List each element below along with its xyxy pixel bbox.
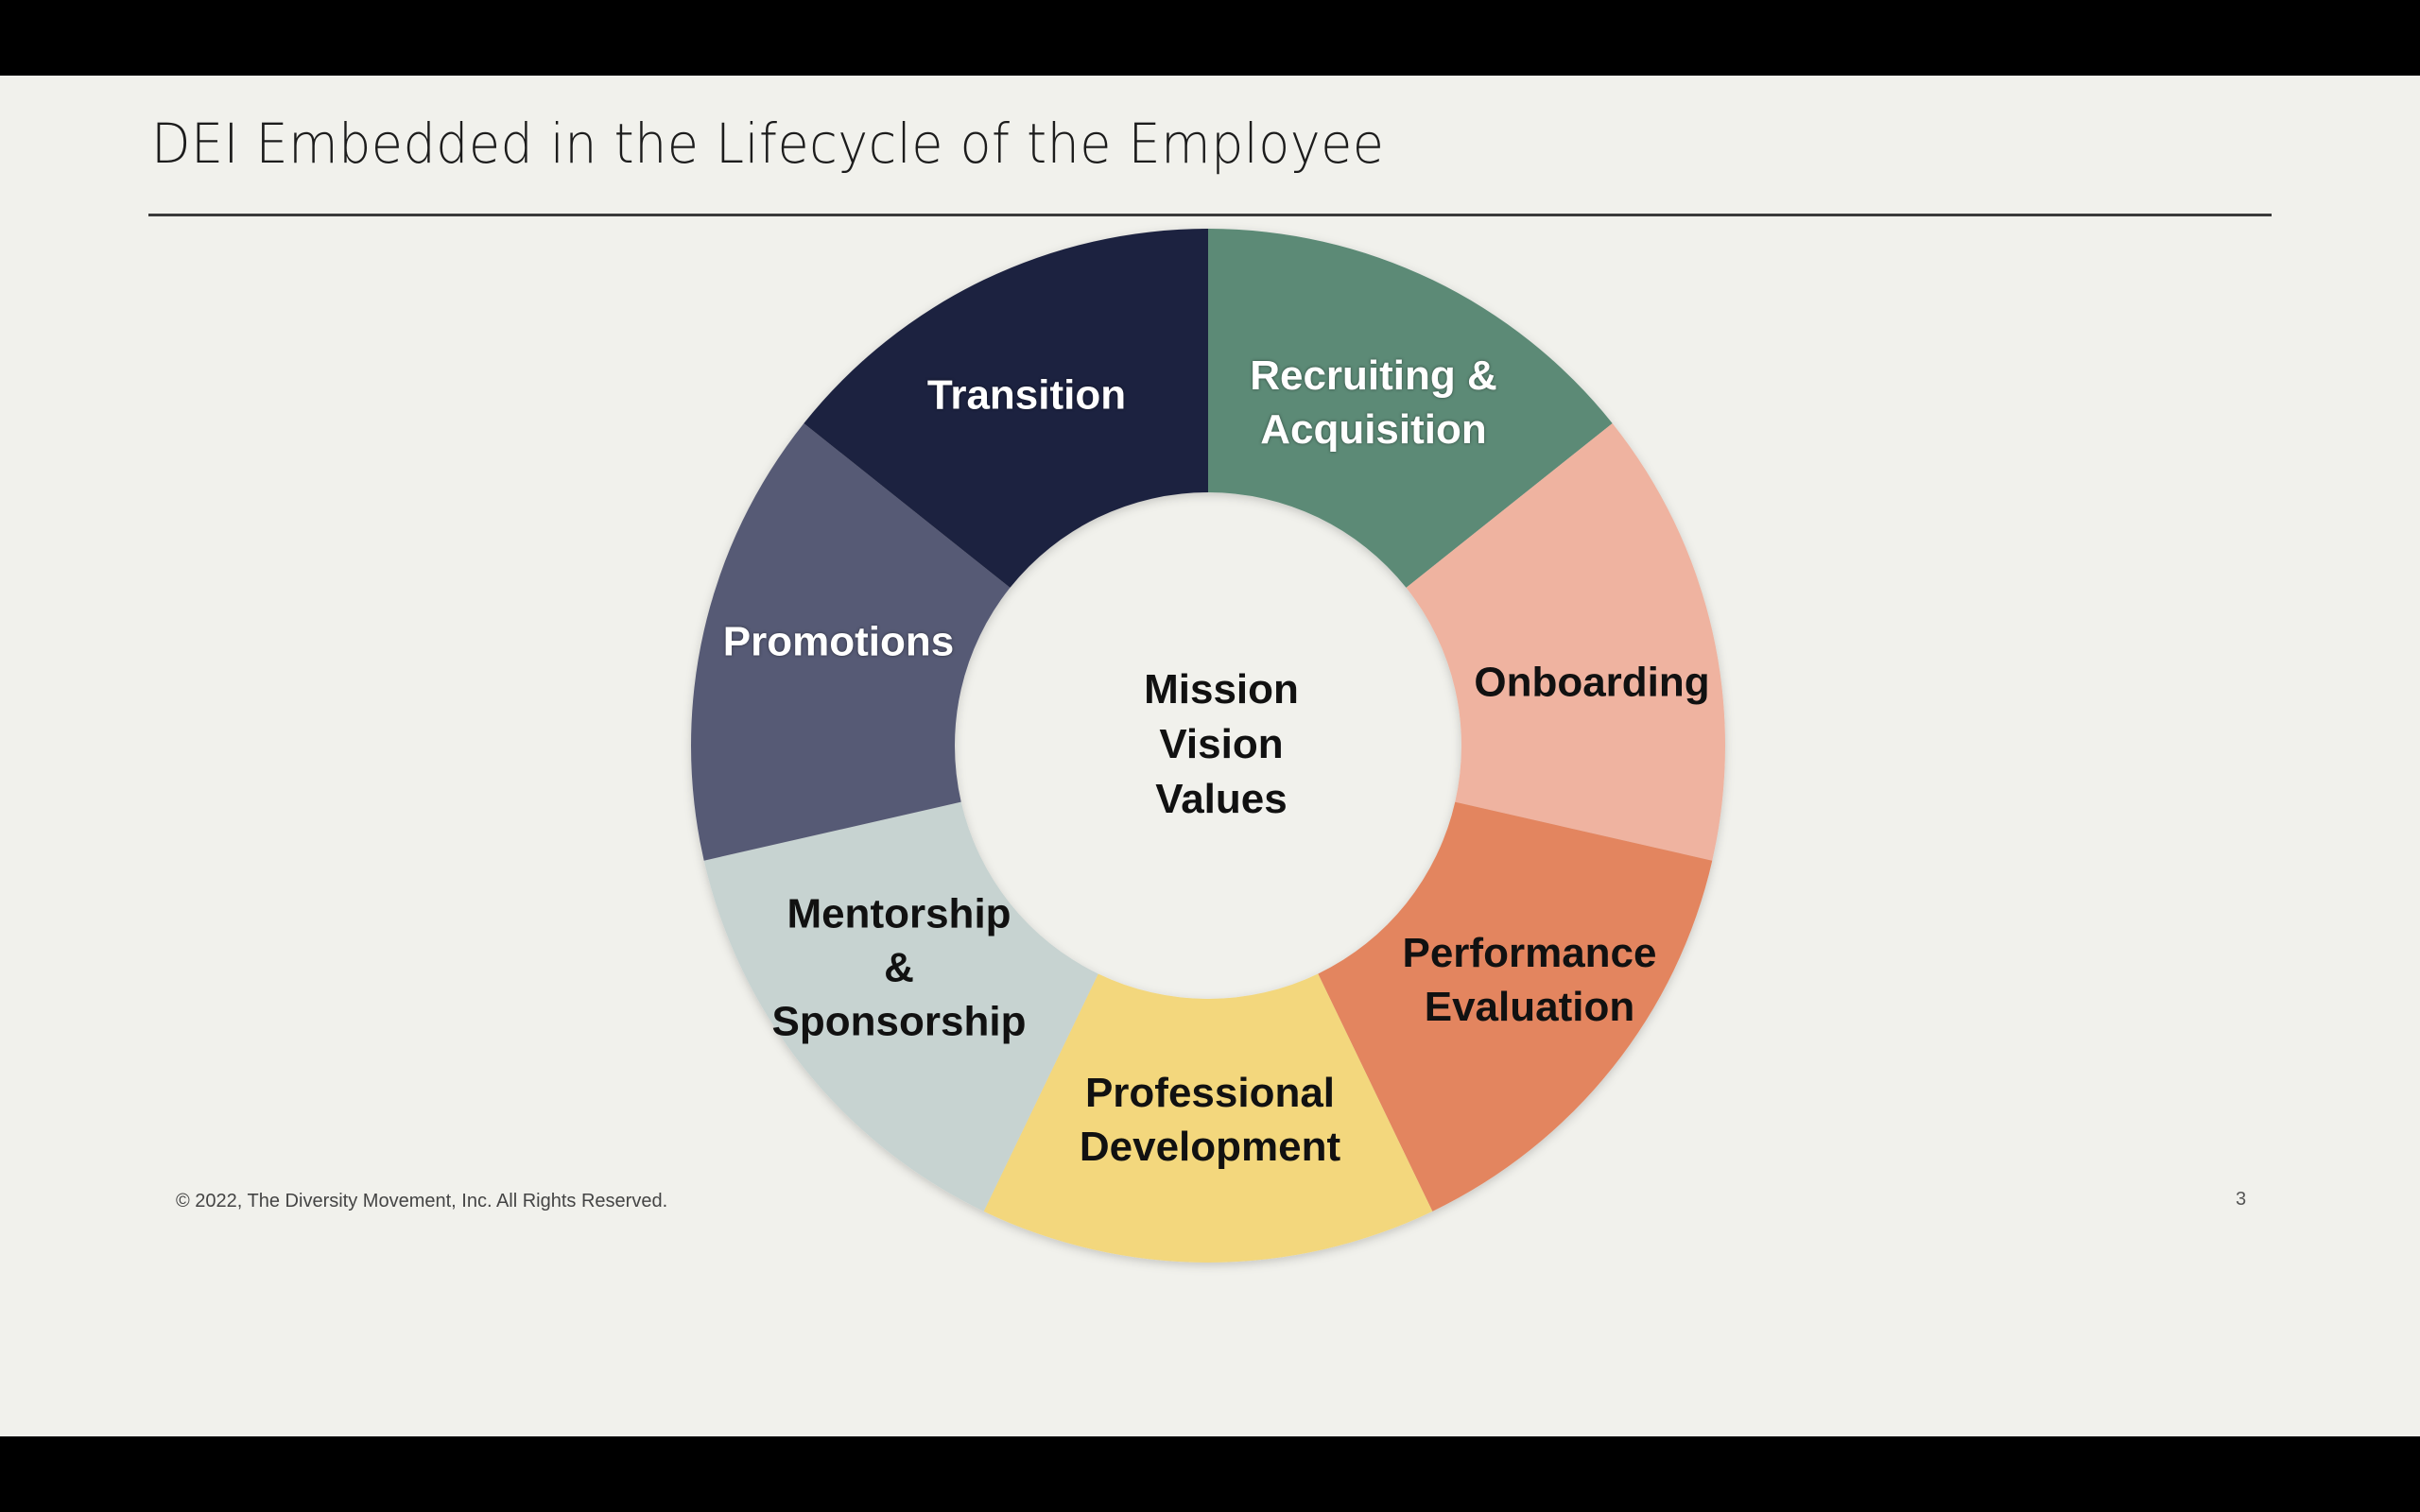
- label-line: Performance: [1402, 930, 1657, 976]
- copyright-footer: © 2022, The Diversity Movement, Inc. All…: [176, 1191, 668, 1211]
- title-divider: [148, 214, 2272, 216]
- letterbox-bottom: [0, 1436, 2420, 1512]
- center-label-mission-vision-values: Mission Vision Values: [1144, 662, 1299, 827]
- label-line: Mentorship: [786, 890, 1011, 937]
- donut-segment: [1406, 422, 1725, 861]
- center-line-mission: Mission: [1144, 666, 1299, 713]
- label-line: Development: [1079, 1124, 1341, 1170]
- label-line: Promotions: [722, 618, 955, 665]
- donut-segment: [1318, 801, 1713, 1211]
- donut-segment: [804, 229, 1208, 588]
- segment-label-onboarding: Onboarding: [1474, 656, 1709, 710]
- segment-label-mentorship-sponsorship: Mentorship & Sponsorship: [772, 887, 1027, 1049]
- label-line: Recruiting &: [1250, 352, 1497, 399]
- lifecycle-donut: [691, 229, 1725, 1263]
- label-line: Sponsorship: [771, 998, 1027, 1045]
- center-line-vision: Vision: [1159, 721, 1284, 767]
- segment-label-promotions: Promotions: [723, 615, 954, 669]
- label-line: &: [884, 944, 914, 991]
- center-line-values: Values: [1155, 776, 1288, 822]
- slide-title: DEI Embedded in the Lifecycle of the Emp…: [151, 112, 1385, 176]
- label-line: Professional: [1084, 1070, 1336, 1116]
- donut-segment: [983, 973, 1433, 1263]
- segment-label-transition: Transition: [927, 369, 1126, 422]
- page-number: 3: [2236, 1189, 2247, 1210]
- donut-segment: [691, 422, 1011, 861]
- segment-label-performance-evaluation: Performance Evaluation: [1402, 926, 1656, 1034]
- label-line: Acquisition: [1260, 406, 1487, 453]
- label-line: Evaluation: [1424, 984, 1635, 1030]
- segment-label-professional-development: Professional Development: [1080, 1066, 1340, 1174]
- donut-segment: [1208, 229, 1613, 588]
- letterbox-top: [0, 0, 2420, 76]
- label-line: Onboarding: [1474, 659, 1710, 706]
- segment-label-recruiting-acquisition: Recruiting & Acquisition: [1250, 349, 1497, 456]
- donut-segment: [703, 801, 1098, 1211]
- label-line: Transition: [926, 371, 1127, 419]
- slide: DEI Embedded in the Lifecycle of the Emp…: [0, 76, 2420, 1436]
